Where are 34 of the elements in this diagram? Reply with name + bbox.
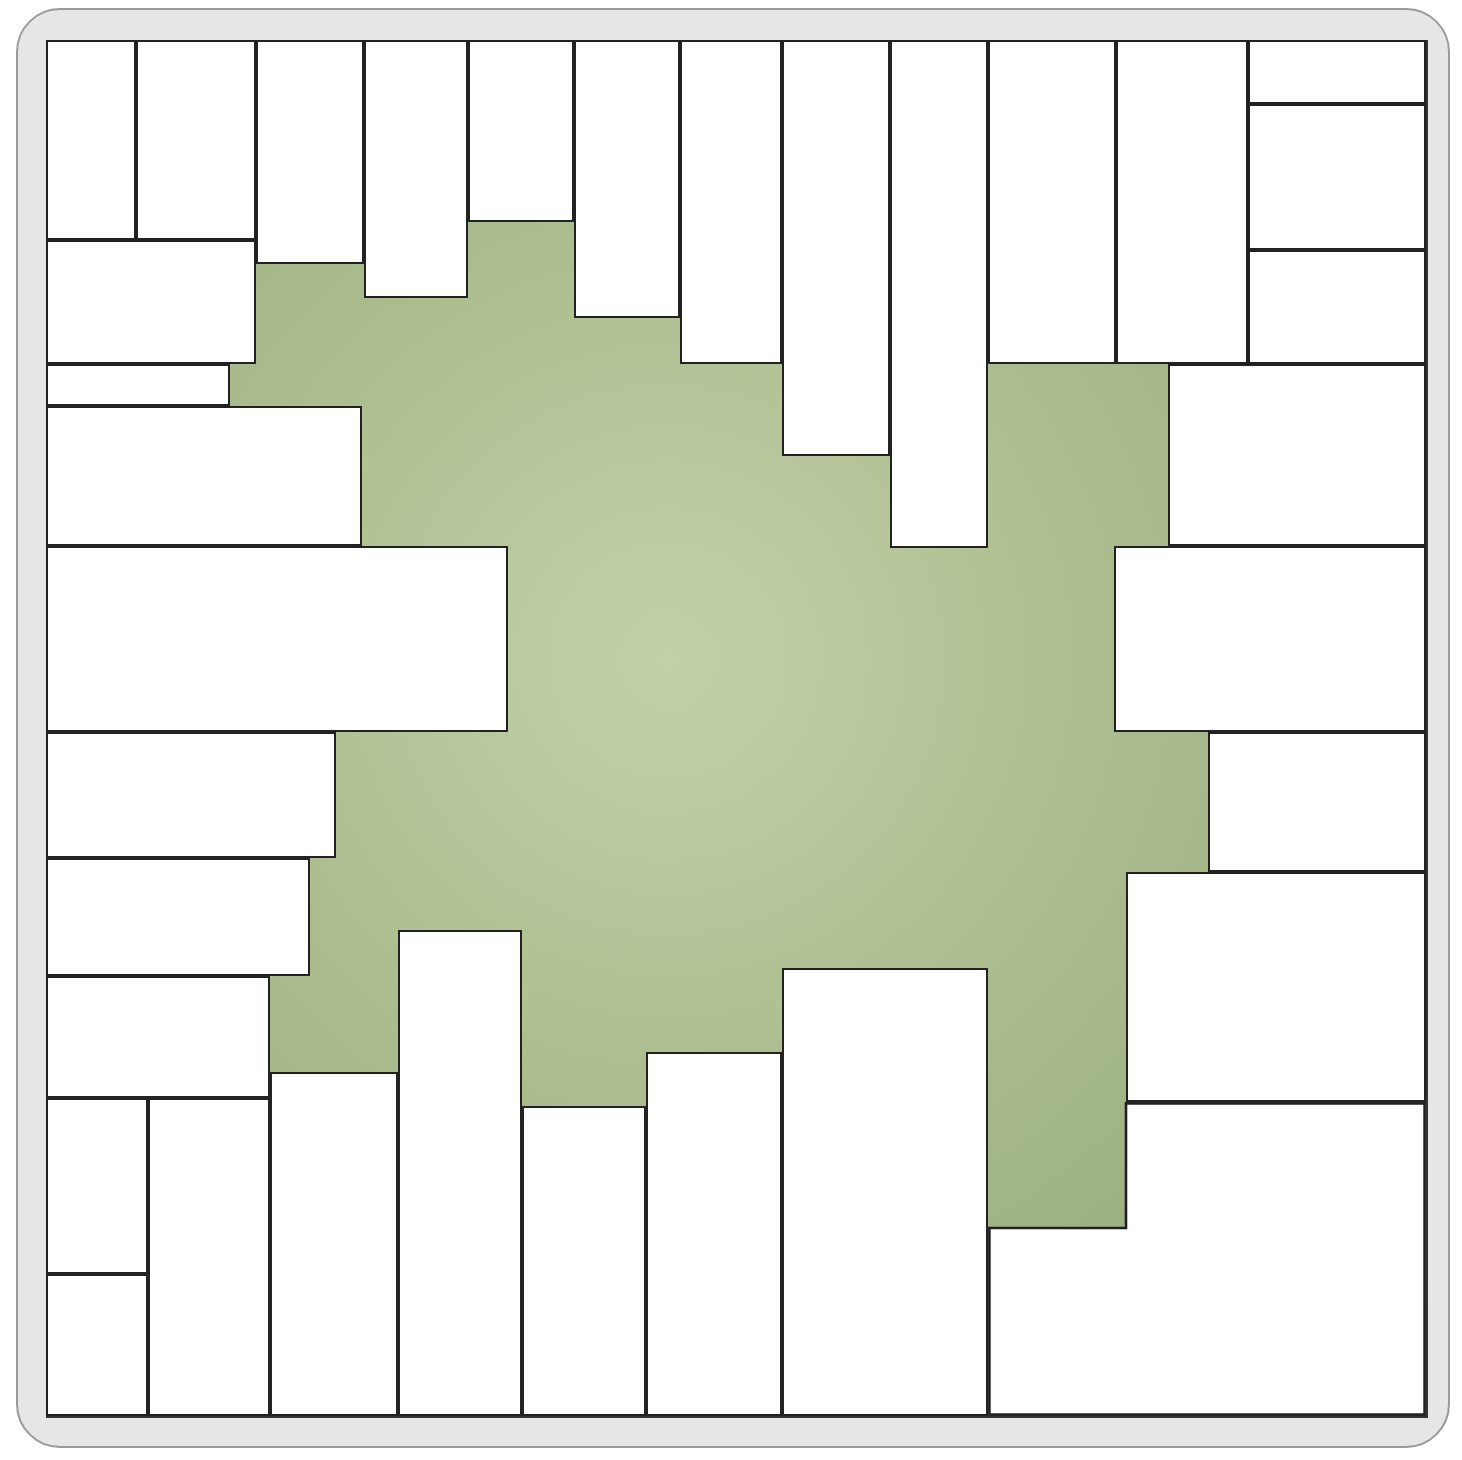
plot-block: [988, 40, 1116, 364]
plot-block: [148, 1098, 270, 1416]
plot-block: [46, 1098, 148, 1274]
plot-block: [46, 240, 256, 364]
plot-block: [1114, 546, 1426, 732]
plot-block: [646, 1052, 782, 1416]
plot-block: [1168, 364, 1426, 546]
plot-block: [782, 968, 988, 1416]
plot-block: [522, 1106, 646, 1416]
plot-block: [468, 40, 574, 222]
plot-block: [890, 40, 988, 548]
plot-block: [270, 1072, 398, 1416]
plot-block: [46, 364, 230, 406]
plot-block: [364, 40, 468, 298]
plot-block: [46, 1274, 148, 1416]
plot-block: [46, 406, 362, 546]
plot-block: [46, 732, 336, 858]
plot-block: [574, 40, 680, 318]
plot-block: [398, 930, 522, 1416]
plot-block: [46, 858, 310, 976]
plot-block: [680, 40, 782, 364]
plot-block: [1208, 732, 1426, 872]
plot-block: [1248, 104, 1426, 250]
plot-block: [136, 40, 256, 240]
plot-block: [1116, 40, 1248, 364]
plot-block: [256, 40, 364, 264]
plot-block: [782, 40, 890, 456]
plot-block: [988, 1102, 1426, 1416]
plot-block: [46, 546, 508, 732]
plot-block: [1248, 40, 1426, 104]
plot-block: [46, 976, 270, 1098]
plot-block: [1126, 872, 1426, 1102]
plot-block: [46, 40, 136, 240]
plot-block: [1248, 250, 1426, 364]
